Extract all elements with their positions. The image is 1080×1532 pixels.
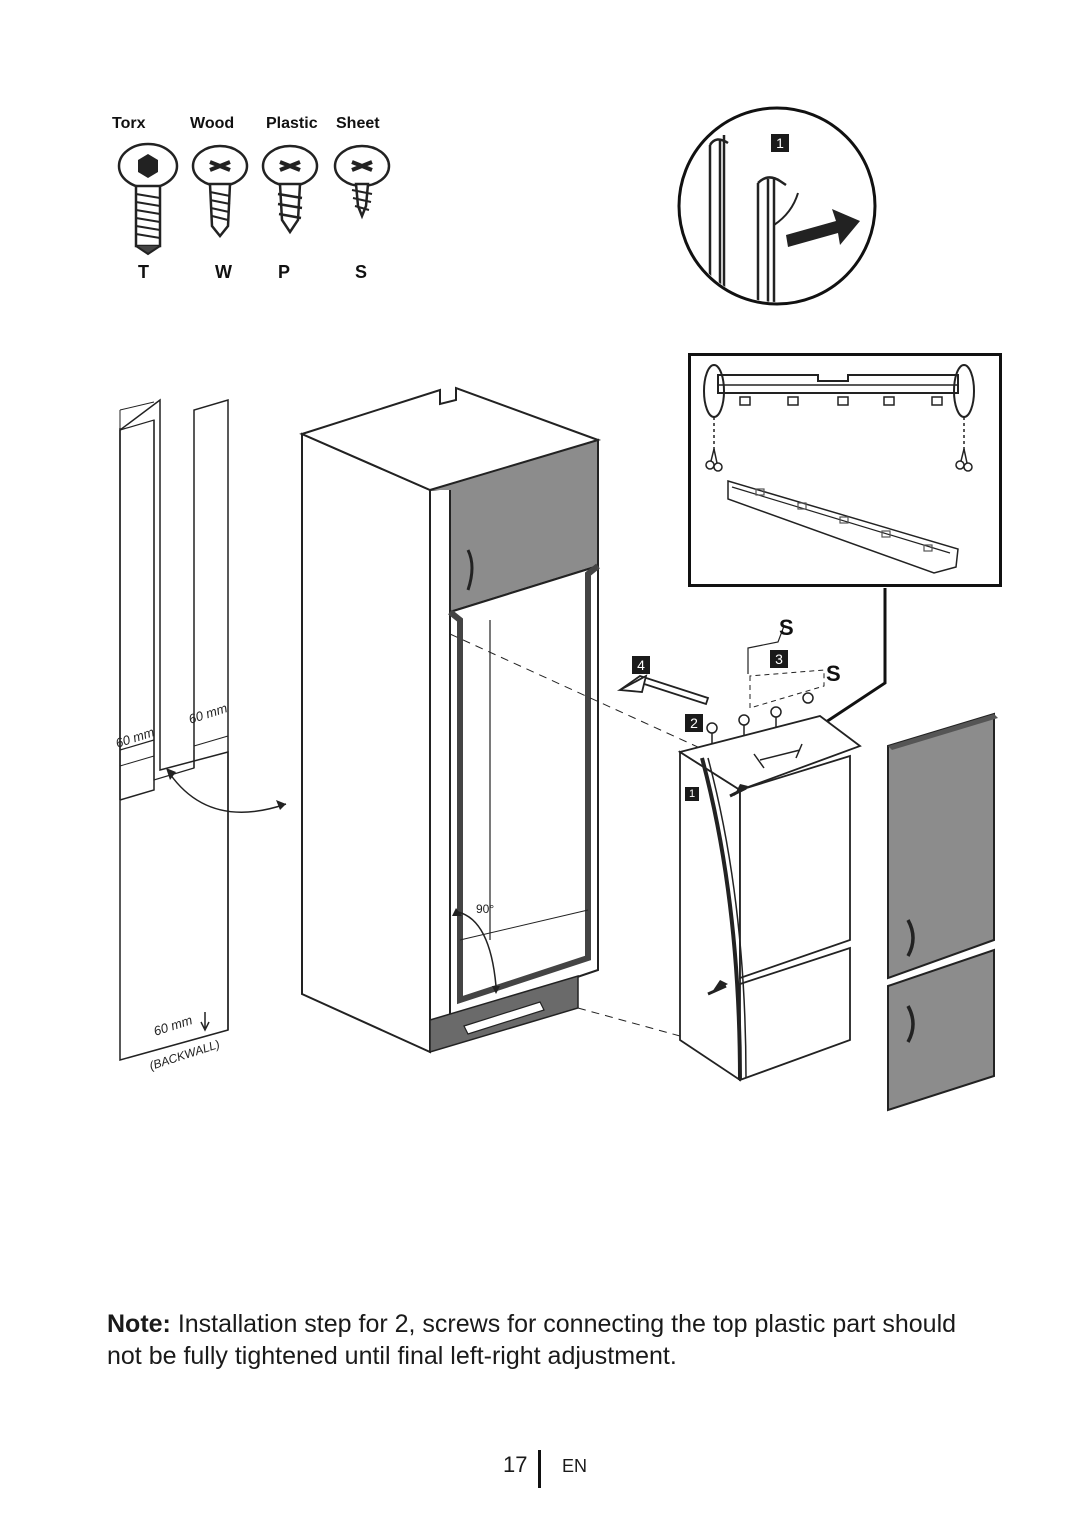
screw-label-wood: Wood — [190, 115, 235, 132]
detail-leader-line — [825, 588, 887, 724]
page-footer: 17 EN — [0, 1450, 1080, 1490]
sheet-screw-icon — [333, 144, 391, 220]
seal-detail-circle — [677, 106, 877, 306]
fridge-unit — [677, 715, 862, 1082]
angle-label: 90° — [476, 902, 495, 916]
screw-letter-p: P — [278, 262, 291, 282]
wood-screw-icon — [191, 144, 249, 239]
installation-note: Note: Installation step for 2, screws fo… — [107, 1308, 987, 1372]
language-code: EN — [562, 1456, 588, 1476]
torx-screw-icon — [117, 142, 179, 256]
note-text: Installation step for 2, screws for conn… — [107, 1310, 957, 1370]
scissors-icon — [955, 448, 973, 472]
step-badge-2: 2 — [685, 714, 703, 732]
step-badge-4: 4 — [632, 656, 650, 674]
sheet-screw-marker-right: S — [826, 661, 841, 686]
backwall-panel — [119, 398, 229, 1061]
cabinet-installation-drawing — [119, 386, 998, 1112]
screw-letter-w: W — [215, 262, 232, 282]
top-screws — [706, 625, 825, 744]
screw-label-plastic: Plastic — [266, 115, 318, 132]
step-badge-1: 1 — [685, 787, 699, 801]
screw-letter-t: T — [138, 262, 149, 282]
screw-label-sheet: Sheet — [336, 115, 380, 132]
cabinet — [299, 386, 602, 1054]
plastic-screw-icon — [261, 144, 319, 235]
page-number: 17 — [503, 1452, 528, 1477]
screw-label-torx: Torx — [112, 115, 146, 132]
scissors-icon — [705, 448, 723, 472]
door-panels — [887, 712, 998, 1112]
top-plastic-part-detail — [688, 353, 1002, 587]
note-label: Note: — [107, 1310, 171, 1338]
step-badge-detail-1: 1 — [771, 134, 789, 152]
step-badge-3: 3 — [770, 650, 788, 668]
sheet-screw-marker-top: S — [779, 615, 794, 640]
screws-illustration — [117, 142, 391, 256]
arrow-right-icon — [786, 209, 860, 247]
screw-letter-s: S — [355, 262, 368, 282]
footer-divider — [538, 1450, 541, 1488]
